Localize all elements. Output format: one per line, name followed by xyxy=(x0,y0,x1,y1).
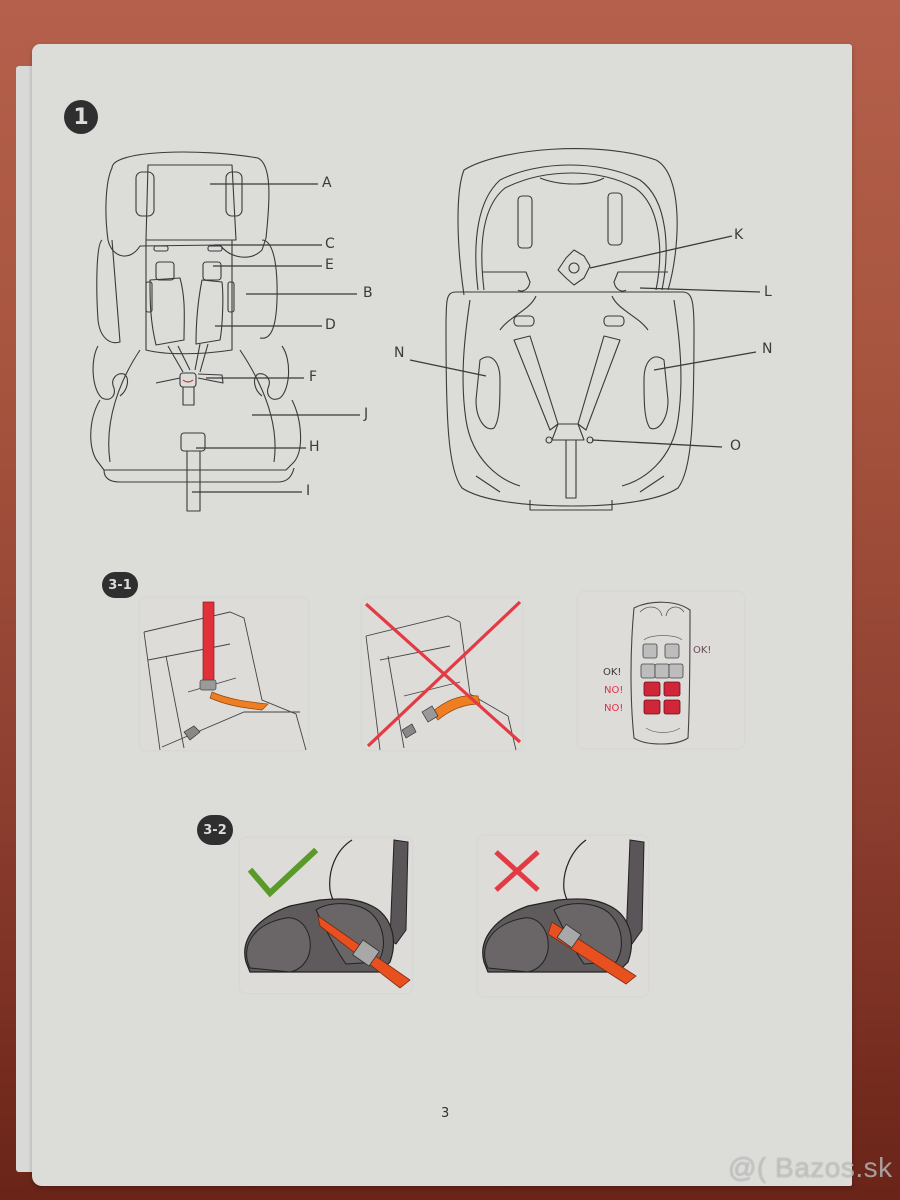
label-k: K xyxy=(734,227,744,243)
cross-out-x xyxy=(364,600,522,748)
row1-ok-label: OK! xyxy=(603,667,622,678)
section-3-2-badge: 3-2 xyxy=(197,815,233,845)
belt-correct-panel xyxy=(140,598,308,750)
label-a: A xyxy=(322,175,332,191)
row3-no-label: NO! xyxy=(604,703,624,714)
bazos-watermark: @( Bazos.sk xyxy=(728,1152,893,1183)
label-h: H xyxy=(309,439,320,455)
label-d: D xyxy=(325,317,336,333)
label-o: O xyxy=(730,438,742,454)
cross-icon xyxy=(494,850,540,892)
label-b: B xyxy=(363,285,373,301)
section-3-1-badge: 3-1 xyxy=(102,572,138,598)
label-i: I xyxy=(306,483,311,499)
label-l: L xyxy=(764,284,772,300)
section-3-2-number: 3-2 xyxy=(203,822,227,838)
section-3-1-number: 3-1 xyxy=(108,577,132,593)
label-e: E xyxy=(325,257,334,273)
label-c: C xyxy=(325,236,335,252)
label-n-right: N xyxy=(762,341,773,357)
label-f: F xyxy=(309,369,318,385)
section-1-badge: 1 xyxy=(64,100,98,134)
row2-no-label: NO! xyxy=(604,685,624,696)
section-1-number: 1 xyxy=(73,104,89,130)
page-number: 3 xyxy=(441,1106,450,1121)
front-seat-ok-label: OK! xyxy=(693,645,712,656)
label-j: J xyxy=(364,406,369,422)
label-n-left: N xyxy=(394,345,405,361)
check-icon xyxy=(247,847,319,898)
